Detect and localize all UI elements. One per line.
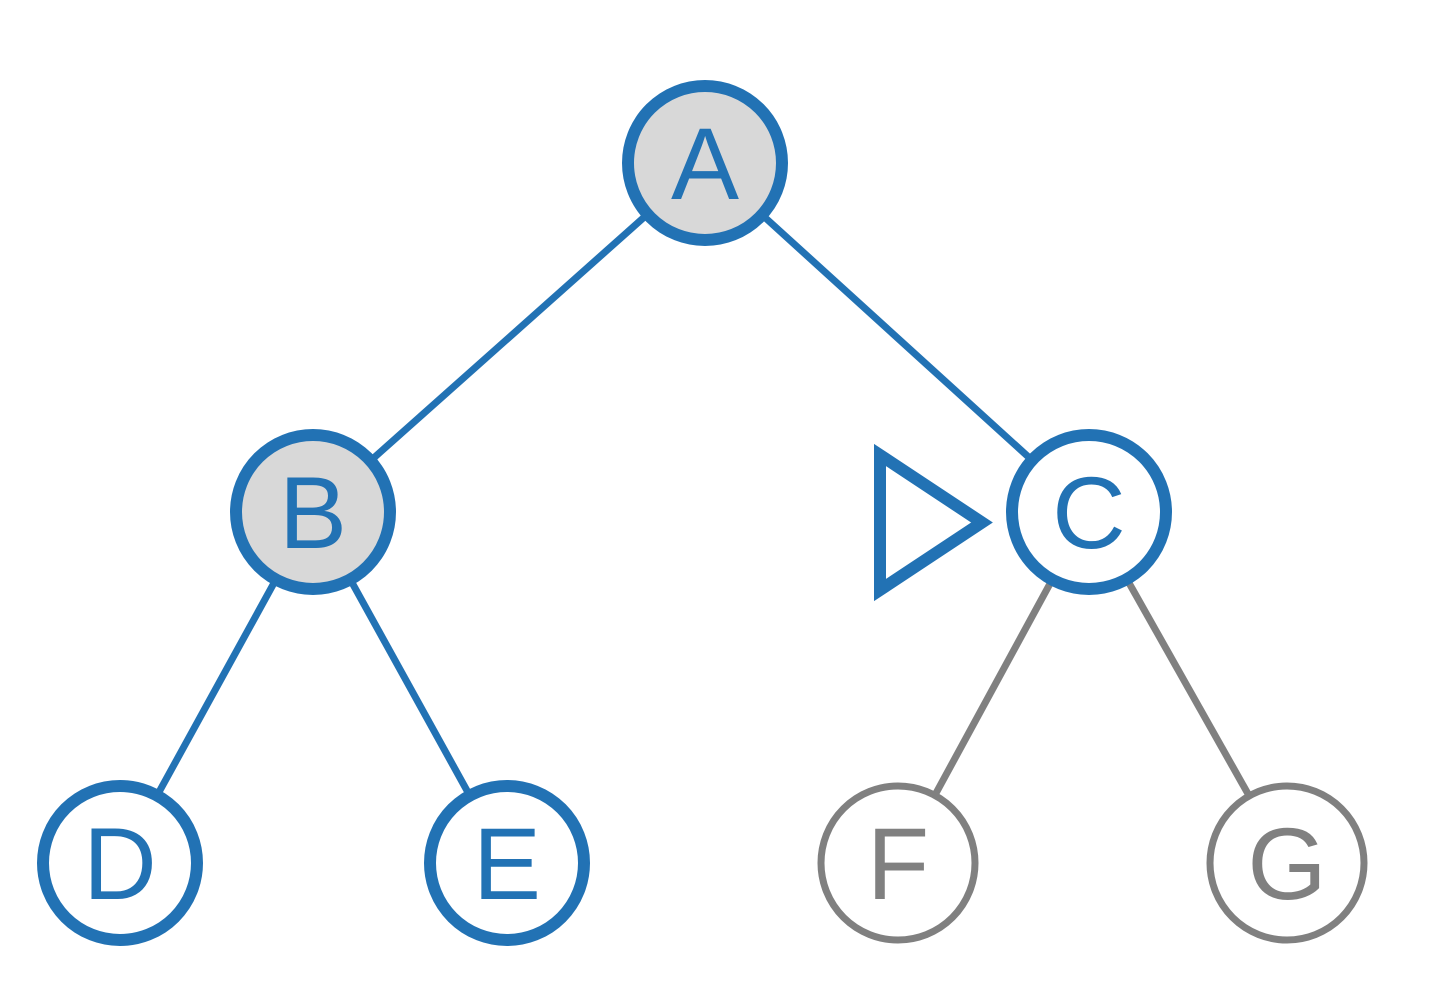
node-A-circle	[622, 80, 788, 246]
node-C: C	[1006, 429, 1172, 595]
node-E: E	[424, 780, 590, 946]
node-group: A B C D E F G	[37, 80, 1368, 946]
current-node-pointer-icon	[874, 443, 993, 602]
node-E-label: E	[473, 807, 541, 921]
node-C-circle	[1006, 429, 1172, 595]
edge-A-B	[310, 160, 708, 515]
node-E-circle	[424, 780, 590, 946]
node-F-circle	[817, 782, 979, 944]
node-G-circle	[1206, 782, 1368, 944]
node-A-label: A	[671, 107, 739, 221]
node-F: F	[817, 782, 979, 944]
node-D: D	[37, 780, 203, 946]
node-B-circle	[230, 429, 396, 595]
node-G-label: G	[1247, 807, 1326, 921]
node-C-label: C	[1052, 456, 1126, 570]
node-G: G	[1206, 782, 1368, 944]
node-A: A	[622, 80, 788, 246]
node-B: B	[230, 429, 396, 595]
node-B-label: B	[279, 456, 347, 570]
edge-A-C	[702, 160, 1092, 515]
node-D-label: D	[83, 807, 157, 921]
node-F-label: F	[867, 807, 929, 921]
node-D-circle	[37, 780, 203, 946]
